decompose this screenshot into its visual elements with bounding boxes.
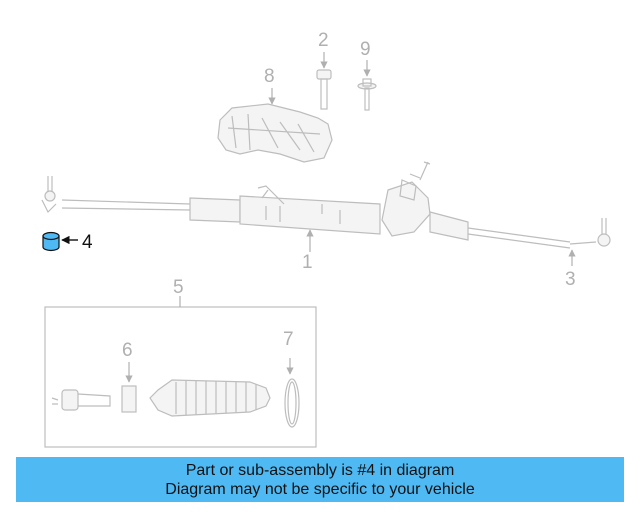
- part-7-clamp[interactable]: [284, 358, 300, 428]
- callout-1: 1: [302, 252, 313, 273]
- callout-5: 5: [173, 277, 184, 298]
- callout-2: 2: [318, 30, 329, 51]
- callout-9: 9: [360, 39, 371, 60]
- part-1-steering-rack[interactable]: [61, 161, 571, 252]
- banner-line-1: Part or sub-assembly is #4 in diagram: [185, 461, 455, 479]
- part-6-sleeve[interactable]: [121, 362, 137, 413]
- part-8-bracket[interactable]: [217, 88, 333, 163]
- inner-tie-rod: [51, 389, 111, 411]
- part-3-tie-rod-end[interactable]: [568, 218, 611, 266]
- callout-7: 7: [283, 329, 294, 350]
- part-4-bushing[interactable]: [42, 231, 78, 252]
- banner-line-2: Diagram may not be specific to your vehi…: [165, 480, 475, 498]
- info-banner: Part or sub-assembly is #4 in diagram Di…: [16, 457, 624, 502]
- callout-8: 8: [264, 66, 275, 87]
- part-9-bolt[interactable]: [357, 60, 377, 111]
- part-5-boot-kit[interactable]: [44, 296, 317, 448]
- rack-boot: [149, 379, 271, 417]
- left-tie-rod-end: [41, 176, 57, 214]
- callout-6: 6: [122, 340, 133, 361]
- callout-4: 4: [82, 232, 93, 253]
- callout-3: 3: [565, 269, 576, 290]
- part-2-bolt[interactable]: [316, 52, 332, 110]
